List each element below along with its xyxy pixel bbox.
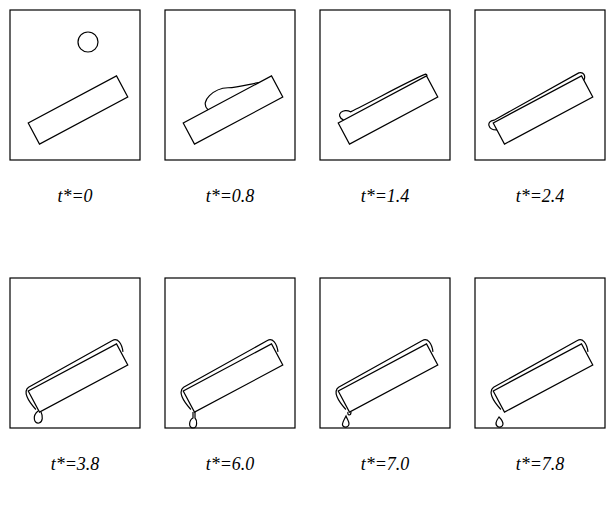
time-label: t*=0 xyxy=(57,186,92,207)
time-label: t*=0.8 xyxy=(206,186,255,207)
time-label: t*=6.0 xyxy=(206,454,255,475)
time-label: t*=2.4 xyxy=(516,186,565,207)
time-label: t*=1.4 xyxy=(361,186,410,207)
time-label: t*=7.0 xyxy=(361,454,410,475)
time-label: t*=7.8 xyxy=(516,454,565,475)
time-label: t*=3.8 xyxy=(51,454,100,475)
